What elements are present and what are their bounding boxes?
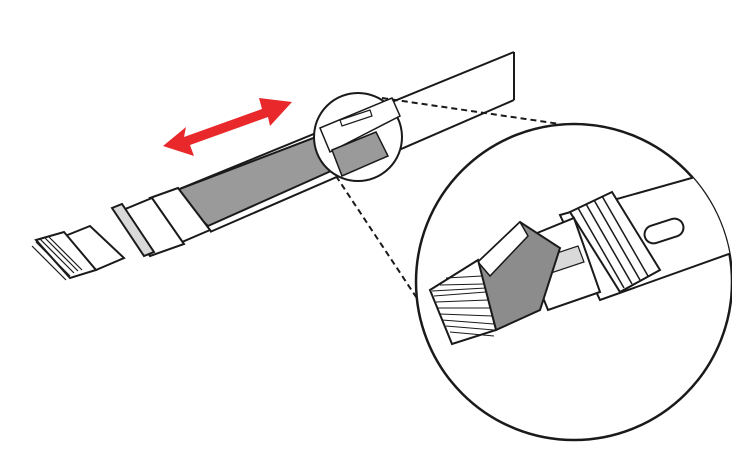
double-arrow-icon xyxy=(163,98,292,156)
tool-collar xyxy=(110,186,212,258)
callout-leader-lines xyxy=(335,97,561,319)
brush-head-small xyxy=(31,224,126,281)
callout-small-circle xyxy=(313,92,403,182)
magnifier-callout-icon xyxy=(414,122,732,442)
